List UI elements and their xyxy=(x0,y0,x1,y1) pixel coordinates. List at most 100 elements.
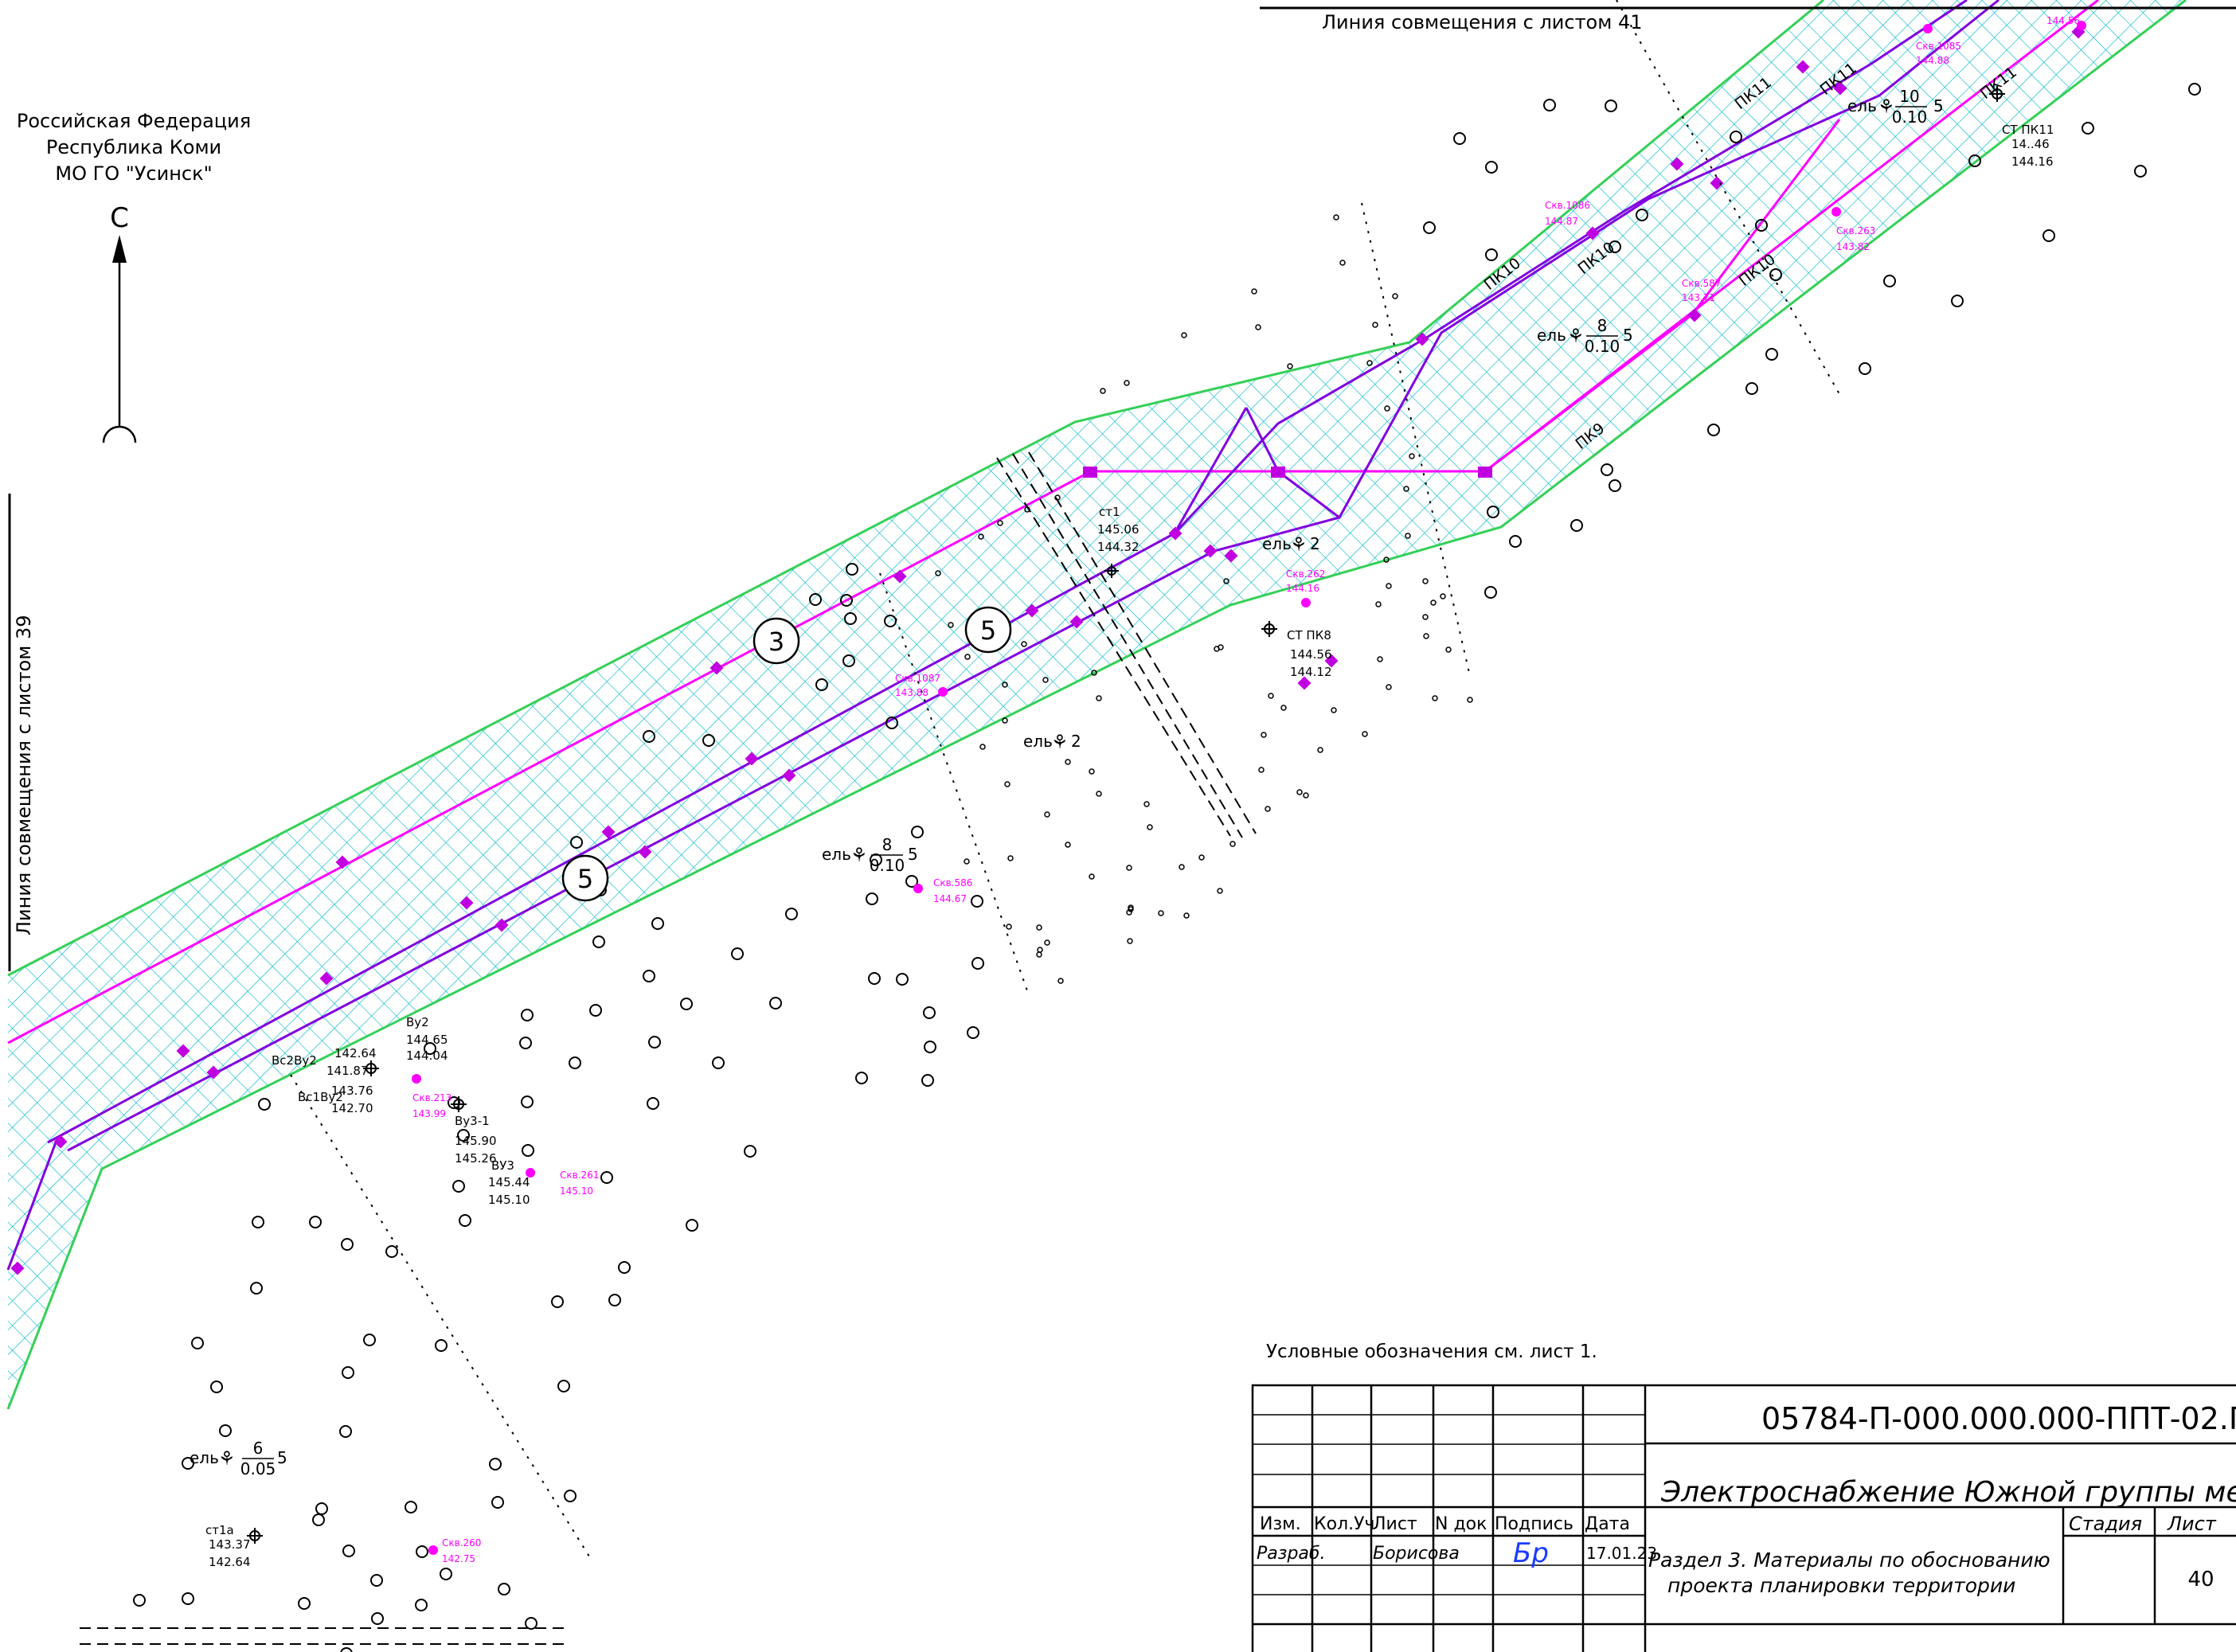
svg-text:144.04: 144.04 xyxy=(406,1049,448,1063)
svg-text:Ву3-1: Ву3-1 xyxy=(455,1114,490,1128)
svg-text:143.71: 143.71 xyxy=(1682,292,1715,303)
svg-text:N док: N док xyxy=(1435,1514,1487,1534)
svg-text:Скв.1085: Скв.1085 xyxy=(1916,41,1961,52)
svg-text:Подпись: Подпись xyxy=(1495,1514,1573,1534)
svg-text:⚘: ⚘ xyxy=(218,1447,236,1470)
svg-text:14..46: 14..46 xyxy=(2011,137,2050,151)
svg-text:⚘: ⚘ xyxy=(1290,533,1308,556)
svg-text:Дата: Дата xyxy=(1585,1514,1630,1534)
svg-text:142.64: 142.64 xyxy=(334,1046,377,1060)
doc-code: 05784-П-000.000.000-ППТ-02.ГЧ4 xyxy=(1761,1401,2236,1436)
svg-text:Вс1Ву2: Вс1Ву2 xyxy=(298,1090,343,1104)
svg-text:Скв.213: Скв.213 xyxy=(412,1092,452,1103)
svg-text:Раздел 3. Материалы по обоснов: Раздел 3. Материалы по обоснованию xyxy=(1648,1549,2050,1572)
vegetation-circles xyxy=(133,83,2201,1652)
svg-text:8: 8 xyxy=(1597,316,1608,335)
svg-text:2: 2 xyxy=(1310,534,1320,553)
north-letter: С xyxy=(110,202,129,234)
svg-text:Вс2Ву2: Вс2Ву2 xyxy=(272,1053,317,1068)
svg-text:6: 6 xyxy=(253,1439,264,1458)
title-block-text: 05784-П-000.000.000-ППТ-02.ГЧ4 Электросн… xyxy=(1257,1401,2236,1597)
svg-text:ст1а: ст1а xyxy=(205,1523,234,1537)
svg-text:⚘: ⚘ xyxy=(1051,731,1069,753)
svg-text:145.10: 145.10 xyxy=(560,1185,593,1197)
svg-text:144.67: 144.67 xyxy=(933,893,967,904)
project-title: Электроснабжение Южной группы месторо xyxy=(1660,1476,2236,1509)
svg-text:5: 5 xyxy=(1623,326,1633,345)
route-number-5a: 5 xyxy=(980,615,996,646)
route-number-5b: 5 xyxy=(577,864,593,894)
svg-text:2: 2 xyxy=(1071,732,1081,751)
svg-text:145.06: 145.06 xyxy=(1097,522,1140,537)
region-line-3: МО ГО "Усинск" xyxy=(55,162,212,185)
svg-text:5: 5 xyxy=(277,1448,287,1467)
dashed-lines xyxy=(80,451,1257,1645)
svg-text:141.87: 141.87 xyxy=(326,1064,369,1078)
svg-text:Лист: Лист xyxy=(2167,1513,2217,1535)
borehole-labels: Скв.1085 144.88 Скв.1086 144.87 Скв.587 … xyxy=(412,15,2080,1564)
svg-text:Ву2: Ву2 xyxy=(406,1015,429,1029)
borehole-points xyxy=(412,21,2086,1555)
svg-text:ВУ3: ВУ3 xyxy=(491,1158,514,1173)
svg-text:143.37: 143.37 xyxy=(209,1537,251,1552)
svg-text:143.76: 143.76 xyxy=(331,1084,373,1098)
svg-text:ель: ель xyxy=(1262,534,1292,553)
svg-text:144.32: 144.32 xyxy=(1097,540,1140,554)
svg-text:Скв.261: Скв.261 xyxy=(560,1170,599,1181)
svg-text:Лист: Лист xyxy=(1373,1514,1417,1534)
svg-text:144.87: 144.87 xyxy=(1545,216,1578,227)
svg-text:Кол.Уч: Кол.Уч xyxy=(1314,1514,1375,1534)
svg-text:Скв.260: Скв.260 xyxy=(442,1537,481,1549)
svg-text:Скв.262: Скв.262 xyxy=(1286,568,1325,580)
svg-text:Разраб.: Разраб. xyxy=(1257,1544,1325,1564)
svg-text:145.10: 145.10 xyxy=(488,1193,530,1207)
svg-text:СТ ПК8: СТ ПК8 xyxy=(1287,628,1331,642)
svg-text:0.10: 0.10 xyxy=(1585,337,1620,356)
svg-text:Скв.1087: Скв.1087 xyxy=(895,673,940,684)
svg-text:ель: ель xyxy=(822,845,851,864)
svg-text:143.82: 143.82 xyxy=(1836,241,1870,252)
corridor-boundary-lower xyxy=(6,0,2187,1410)
svg-text:ель: ель xyxy=(1847,96,1877,115)
match-line-top-label: Линия совмещения с листом 41 xyxy=(1322,11,1643,33)
north-arrow: С xyxy=(102,202,137,443)
match-line-left-label: Линия совмещения с листом 39 xyxy=(13,615,35,935)
route-line-branch xyxy=(6,407,1340,1271)
signature-mark: Бр xyxy=(1513,1537,1549,1569)
svg-text:ель: ель xyxy=(1537,326,1566,345)
right-of-way-corridor xyxy=(8,0,2186,1409)
svg-text:5: 5 xyxy=(1933,96,1944,115)
svg-text:5: 5 xyxy=(908,845,918,864)
svg-text:145.44: 145.44 xyxy=(488,1175,530,1189)
survey-symbols xyxy=(247,86,2005,1544)
svg-text:Борисова: Борисова xyxy=(1373,1544,1460,1564)
svg-text:144.65: 144.65 xyxy=(406,1033,448,1047)
svg-text:40: 40 xyxy=(2187,1568,2214,1591)
svg-text:ель: ель xyxy=(190,1448,219,1467)
svg-text:142.64: 142.64 xyxy=(209,1555,251,1569)
circled-route-labels: 3 5 5 xyxy=(561,606,1012,902)
survey-labels: СТ ПК11 14..46 144.16 ст1 145.06 144.32 … xyxy=(205,123,2054,1569)
svg-text:0.05: 0.05 xyxy=(240,1459,276,1478)
svg-text:145.90: 145.90 xyxy=(455,1134,497,1148)
svg-text:144.88: 144.88 xyxy=(1916,55,1949,66)
svg-text:143.99: 143.99 xyxy=(412,1108,446,1119)
svg-text:17.01.23: 17.01.23 xyxy=(1586,1544,1657,1563)
route-number-3: 3 xyxy=(768,627,784,657)
svg-text:144.56: 144.56 xyxy=(2046,15,2080,26)
svg-text:10: 10 xyxy=(1899,87,1919,106)
svg-text:143.88: 143.88 xyxy=(895,687,928,698)
corridor-boundary-upper xyxy=(7,0,1824,977)
title-block xyxy=(1251,1384,2236,1652)
dotted-lines xyxy=(290,0,1840,1557)
svg-text:СТ ПК11: СТ ПК11 xyxy=(2002,123,2054,137)
svg-text:проекта планировки территории: проекта планировки территории xyxy=(1667,1574,2015,1597)
region-line-2: Республика Коми xyxy=(46,136,221,158)
svg-text:142.70: 142.70 xyxy=(331,1101,373,1115)
svg-text:ель: ель xyxy=(1023,732,1053,751)
svg-text:ст1: ст1 xyxy=(1099,505,1120,519)
svg-text:⚘: ⚘ xyxy=(1878,96,1895,118)
svg-text:⚘: ⚘ xyxy=(1567,325,1585,347)
svg-text:Скв.587: Скв.587 xyxy=(1682,278,1721,289)
